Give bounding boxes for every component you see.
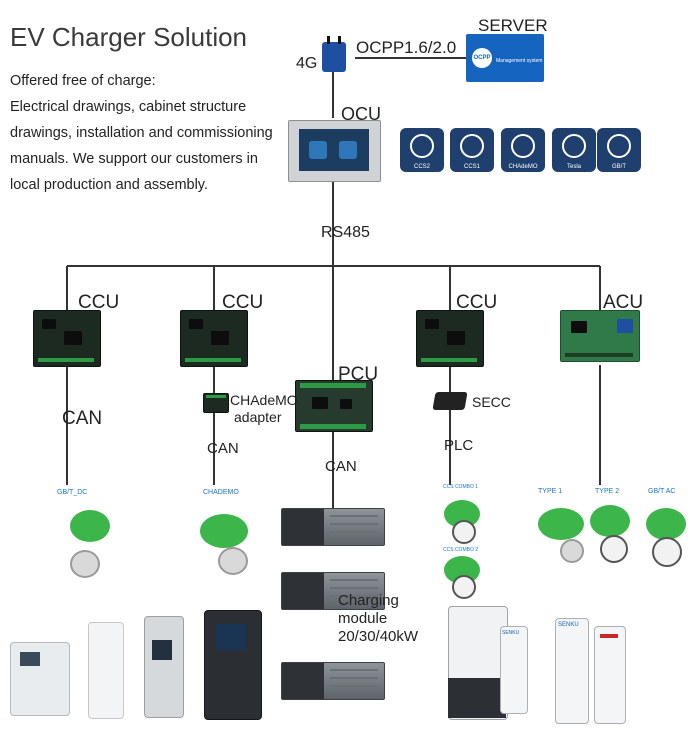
page-title: EV Charger Solution [10,22,248,52]
portable-dc-charger [10,642,70,716]
charging-module-unit [281,508,385,546]
label-acu: ACU [603,292,644,313]
label-ccu-1: CCU [78,292,120,313]
gbt-dc-plug-icon [70,510,110,542]
ccs2-connector-icon: CCS2 [400,128,444,172]
pcu-board [295,380,373,432]
label-rs485: RS485 [321,224,370,241]
gbt-dc-socket-icon [70,550,100,578]
server-panel: OCPP Management system [466,34,544,82]
label-ccu-2: CCU [222,292,264,313]
gbt-ac-socket-icon [652,537,682,567]
label-gbt-ac: GB/T AC [648,488,676,495]
label-plc: PLC [444,437,474,454]
label-ocpp: OCPP1.6/2.0 [356,38,457,57]
ccs1-connector-icon: CCS1 [450,128,494,172]
label-pcu: PCU [338,364,379,385]
chademo-connector-icon: CHAdeMO [501,128,545,172]
label-type2: TYPE 2 [595,488,620,495]
tesla-connector-icon: Tesla [552,128,596,172]
ccu-board-2 [180,310,248,367]
pile-screen [152,640,172,660]
label-server: SERVER [478,16,548,35]
label-gbt-dc: GB/T_DC [57,489,88,496]
server-logo-icon: OCPP [472,48,492,68]
4g-router-icon [322,42,346,72]
description-line: local production and assembly. [10,177,209,193]
label-can-mid: CAN [207,440,239,457]
description-line: drawings, installation and commissioning [10,125,273,141]
description-line: manuals. We support our customers in [10,151,258,167]
gbt-connector-icon: GB/T [597,128,641,172]
label-can-pcu: CAN [325,458,357,475]
charging-module-unit [281,662,385,700]
wallbox-brand-label: SENKU [502,630,520,636]
description-text: Offered free of charge: Electrical drawi… [10,68,295,198]
type2-plug-icon [590,505,630,537]
label-can-left: CAN [62,408,103,429]
description-line: Offered free of charge: [10,73,156,89]
acu-board [560,310,640,362]
type2-socket-icon [600,535,628,563]
label-type1: TYPE 1 [538,488,563,495]
gbt-ac-plug-icon [646,508,686,540]
type1-socket-icon [560,539,584,563]
label-ccs-combo-1: CCS COMBO 1 [443,484,479,490]
dc-charging-pile-white [88,622,124,719]
wallbox-pile-2 [555,618,589,724]
wallbox-pile-1 [500,626,528,714]
chademo-adapter-board [203,393,229,413]
screen-button-icon [309,141,327,159]
label-secc: SECC [472,394,511,410]
portable-charger-screen [20,652,40,666]
ocu-display [288,120,381,182]
antenna-icon [327,36,330,44]
charging-module-unit [281,572,385,610]
pile-screen [216,624,246,650]
wallbox-pile-3 [594,626,626,724]
wallbox-accent [600,634,618,638]
type1-plug-icon [538,508,584,540]
ccs1-socket-icon [452,520,476,544]
label-ccs-combo-2: CCS COMBO 2 [443,547,479,553]
secc-module-icon [432,392,468,410]
server-caption: Management system [496,58,543,64]
ccu-board-1 [33,310,101,367]
label-charging-module: Charging module 20/30/40kW [338,592,419,645]
label-4g: 4G [296,55,318,72]
description-line: Electrical drawings, cabinet structure [10,99,247,115]
screen-button-icon [339,141,357,159]
ccs2-socket-icon [452,575,476,599]
chademo-socket-icon [218,547,248,575]
dc-charging-pile-silver [144,616,184,718]
wallbox-cabinet-base [448,678,506,718]
label-ccu-3: CCU [456,292,498,313]
chademo-plug-icon [200,514,248,548]
antenna-icon [338,36,341,44]
wallbox-brand-label: SENKU [558,622,579,628]
ccu-board-3 [416,310,484,367]
ocu-screen [299,129,369,171]
label-ocu: OCU [341,104,381,124]
label-chademo: CHADEMO [203,489,239,496]
label-chademo-adapter: CHAdeMO adapter [230,392,298,425]
